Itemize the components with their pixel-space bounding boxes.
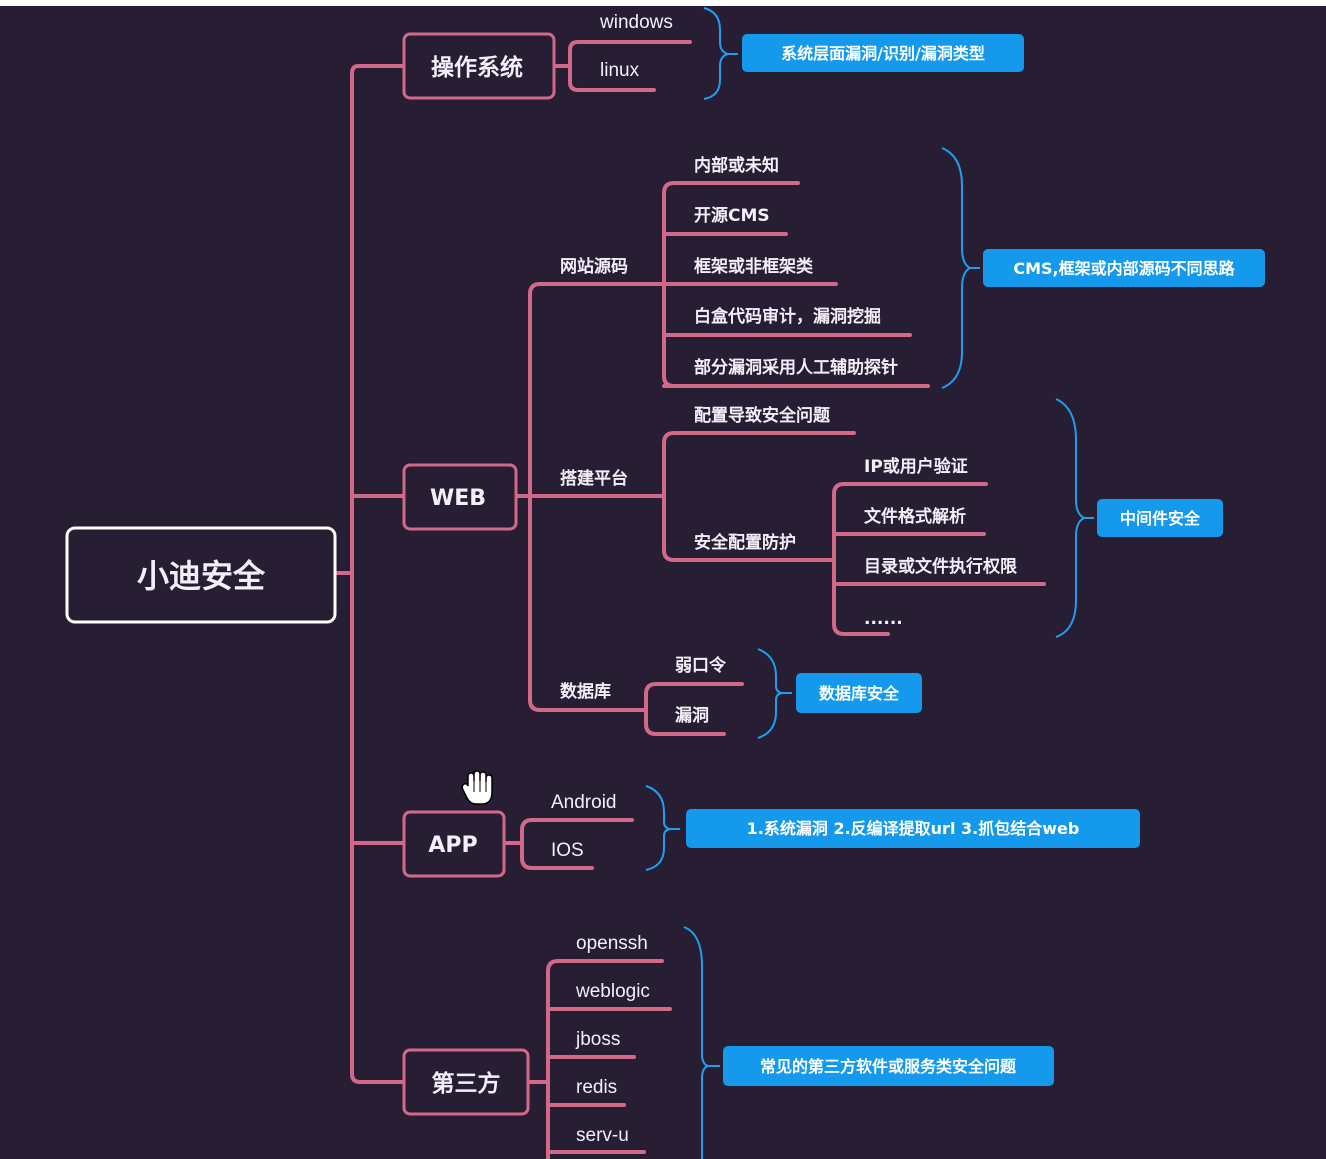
source-leaf-internal[interactable]: 内部或未知 [694,155,779,176]
branch-os-label: 操作系统 [431,54,523,81]
platform-leaf-protect[interactable]: 安全配置防护 [694,532,796,553]
web-platform-label[interactable]: 搭建平台 [560,468,628,489]
protect-leaf-format[interactable]: 文件格式解析 [864,506,966,527]
hand-cursor-icon [461,770,493,805]
source-leaf-cms[interactable]: 开源CMS [694,205,770,226]
app-leaf-android[interactable]: Android [551,792,617,813]
web-source-label[interactable]: 网站源码 [560,256,628,277]
os-connector [552,40,692,92]
source-leaf-framework[interactable]: 框架或非框架类 [694,256,814,277]
branch-web-label: WEB [430,486,486,511]
app-note-text: 1.系统漏洞 2.反编译提取url 3.抓包结合web [747,819,1080,838]
database-note-text: 数据库安全 [819,684,900,703]
root-label: 小迪安全 [137,557,266,595]
platform-children-lines [662,431,856,562]
app-connector [502,818,634,870]
main-trunk [350,64,362,1084]
source-note-callout[interactable]: CMS,框架或内部源码不同思路 [983,249,1265,287]
platform-leaf-config[interactable]: 配置导致安全问题 [694,405,831,426]
root-node[interactable]: 小迪安全 [65,526,337,624]
os-note-text: 系统层面漏洞/识别/漏洞类型 [781,44,985,63]
source-children-lines [662,181,930,388]
third-leaf-weblogic[interactable]: weblogic [575,981,650,1002]
branch-app-node[interactable]: APP [402,810,506,878]
platform-note-callout[interactable]: 中间件安全 [1097,499,1223,537]
third-leaf-redis[interactable]: redis [576,1077,617,1098]
third-leaf-openssh[interactable]: openssh [576,933,648,954]
source-leaf-manual[interactable]: 部分漏洞采用人工辅助探针 [694,357,898,378]
third-note-callout[interactable]: 常见的第三方软件或服务类安全问题 [723,1046,1054,1086]
third-leaf-servu[interactable]: serv-u [576,1125,629,1146]
connector-lines [334,40,1046,1159]
database-note-callout[interactable]: 数据库安全 [796,673,922,713]
protect-children-lines [832,482,1046,636]
platform-note-text: 中间件安全 [1120,509,1201,528]
database-leaf-vuln[interactable]: 漏洞 [675,706,709,726]
protect-leaf-ip[interactable]: IP或用户验证 [864,456,968,477]
app-leaf-ios[interactable]: IOS [551,840,584,861]
third-bracket [683,926,712,1159]
source-note-text: CMS,框架或内部源码不同思路 [1013,259,1235,278]
third-note-text: 常见的第三方软件或服务类安全问题 [760,1057,1017,1076]
database-leaf-weak-password[interactable]: 弱口令 [675,655,727,676]
os-leaf-windows[interactable]: windows [599,12,673,33]
source-leaf-whitebox[interactable]: 白盒代码审计，漏洞挖掘 [694,306,881,327]
third-connector [526,959,672,1159]
os-leaf-linux[interactable]: linux [600,60,640,81]
branch-web-node[interactable]: WEB [402,463,518,531]
web-connector [514,282,666,712]
branch-os-node[interactable]: 操作系统 [402,32,556,100]
branch-app-label: APP [428,833,477,858]
branch-third-node[interactable]: 第三方 [402,1048,530,1116]
branch-third-label: 第三方 [432,1070,501,1097]
app-note-callout[interactable]: 1.系统漏洞 2.反编译提取url 3.抓包结合web [686,809,1140,848]
protect-leaf-permission[interactable]: 目录或文件执行权限 [864,556,1017,577]
database-children-lines [644,682,744,736]
os-note-callout[interactable]: 系统层面漏洞/识别/漏洞类型 [742,34,1024,72]
protect-leaf-more[interactable]: ...... [864,609,903,629]
summary-brackets [645,7,1094,1159]
web-database-label[interactable]: 数据库 [560,681,611,702]
third-leaf-jboss[interactable]: jboss [575,1029,620,1050]
